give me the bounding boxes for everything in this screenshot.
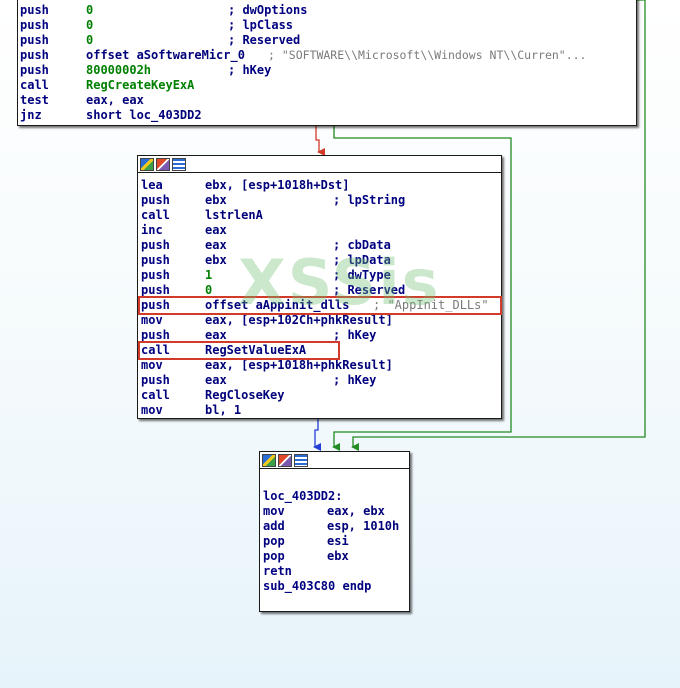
edge-normal-flow: [313, 418, 321, 451]
list-icon[interactable]: [172, 158, 186, 171]
edge-jnz-branch: [332, 125, 512, 451]
highlight-appinit-dlls: [138, 296, 502, 315]
list-icon[interactable]: [294, 454, 308, 467]
highlight-regsetvalueexa: [138, 341, 340, 360]
edit-icon[interactable]: [278, 454, 292, 467]
edge-false-branch: [315, 125, 325, 156]
graph-icon[interactable]: [262, 454, 276, 467]
block-toolbar: [138, 156, 501, 173]
watermark: XSSis: [238, 246, 441, 319]
block-toolbar: [260, 452, 409, 469]
edit-icon[interactable]: [156, 158, 170, 171]
graph-icon[interactable]: [140, 158, 154, 171]
